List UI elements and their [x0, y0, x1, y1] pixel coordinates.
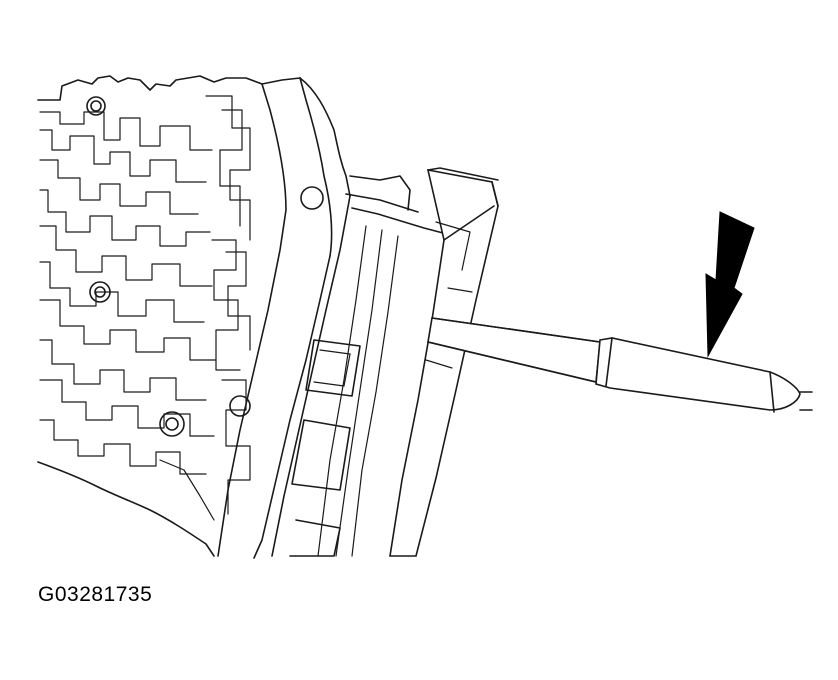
figure-id-label: G03281735: [38, 583, 153, 606]
transmission-case: [217, 77, 499, 559]
down-left-pointer-arrow: [705, 211, 755, 358]
valve-body: [37, 75, 351, 557]
pick-tool: [427, 317, 813, 413]
